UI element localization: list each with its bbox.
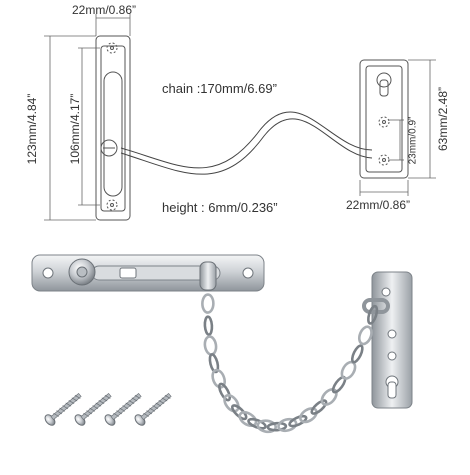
- chain-link: [231, 404, 248, 421]
- plate-width-label: 22mm/0.86”: [72, 3, 137, 17]
- screws-photo: [44, 392, 172, 426]
- chain-link: [357, 325, 373, 346]
- chain-link: [211, 368, 226, 389]
- chain-link: [203, 335, 218, 356]
- chain-link: [201, 293, 215, 314]
- chain-photo: [201, 293, 379, 434]
- chain-link: [208, 353, 220, 374]
- chain-link: [247, 417, 267, 430]
- chain-link: [218, 382, 232, 402]
- chain-link: [266, 421, 288, 432]
- dimension-lines: [44, 14, 436, 221]
- screw: [74, 392, 112, 426]
- slide-plate-drawing: [95, 35, 131, 221]
- plate-height-label: 123mm/4.84”: [25, 93, 39, 165]
- receiver-photo: [362, 271, 413, 409]
- chain-drawing: [120, 111, 373, 175]
- chain-link: [367, 304, 379, 325]
- slide-plate-photo: [31, 254, 265, 292]
- chain-length-label: chain :170mm/6.69”: [162, 81, 277, 96]
- screw: [134, 392, 172, 426]
- slot-length-label: 106mm/4.17”: [68, 93, 82, 165]
- chain-link: [320, 387, 338, 406]
- height-label: height : 6mm/0.236”: [162, 200, 278, 215]
- chain-link: [350, 344, 364, 364]
- chain-link: [288, 414, 308, 428]
- chain-link: [203, 315, 214, 336]
- chain-link: [223, 393, 240, 413]
- receiver-drawing: [359, 59, 409, 179]
- screw: [104, 392, 142, 426]
- chain-link: [310, 399, 328, 415]
- receiver-width-label: 22mm/0.86”: [346, 198, 411, 212]
- chain-link: [238, 411, 258, 428]
- chain-link: [277, 417, 298, 433]
- chain-link: [256, 419, 278, 434]
- receiver-height-label: 63mm/2.48”: [436, 86, 450, 152]
- chain-link: [299, 407, 318, 424]
- screw-spacing-label: 23mm/0.9”: [407, 116, 419, 165]
- screw: [44, 392, 82, 426]
